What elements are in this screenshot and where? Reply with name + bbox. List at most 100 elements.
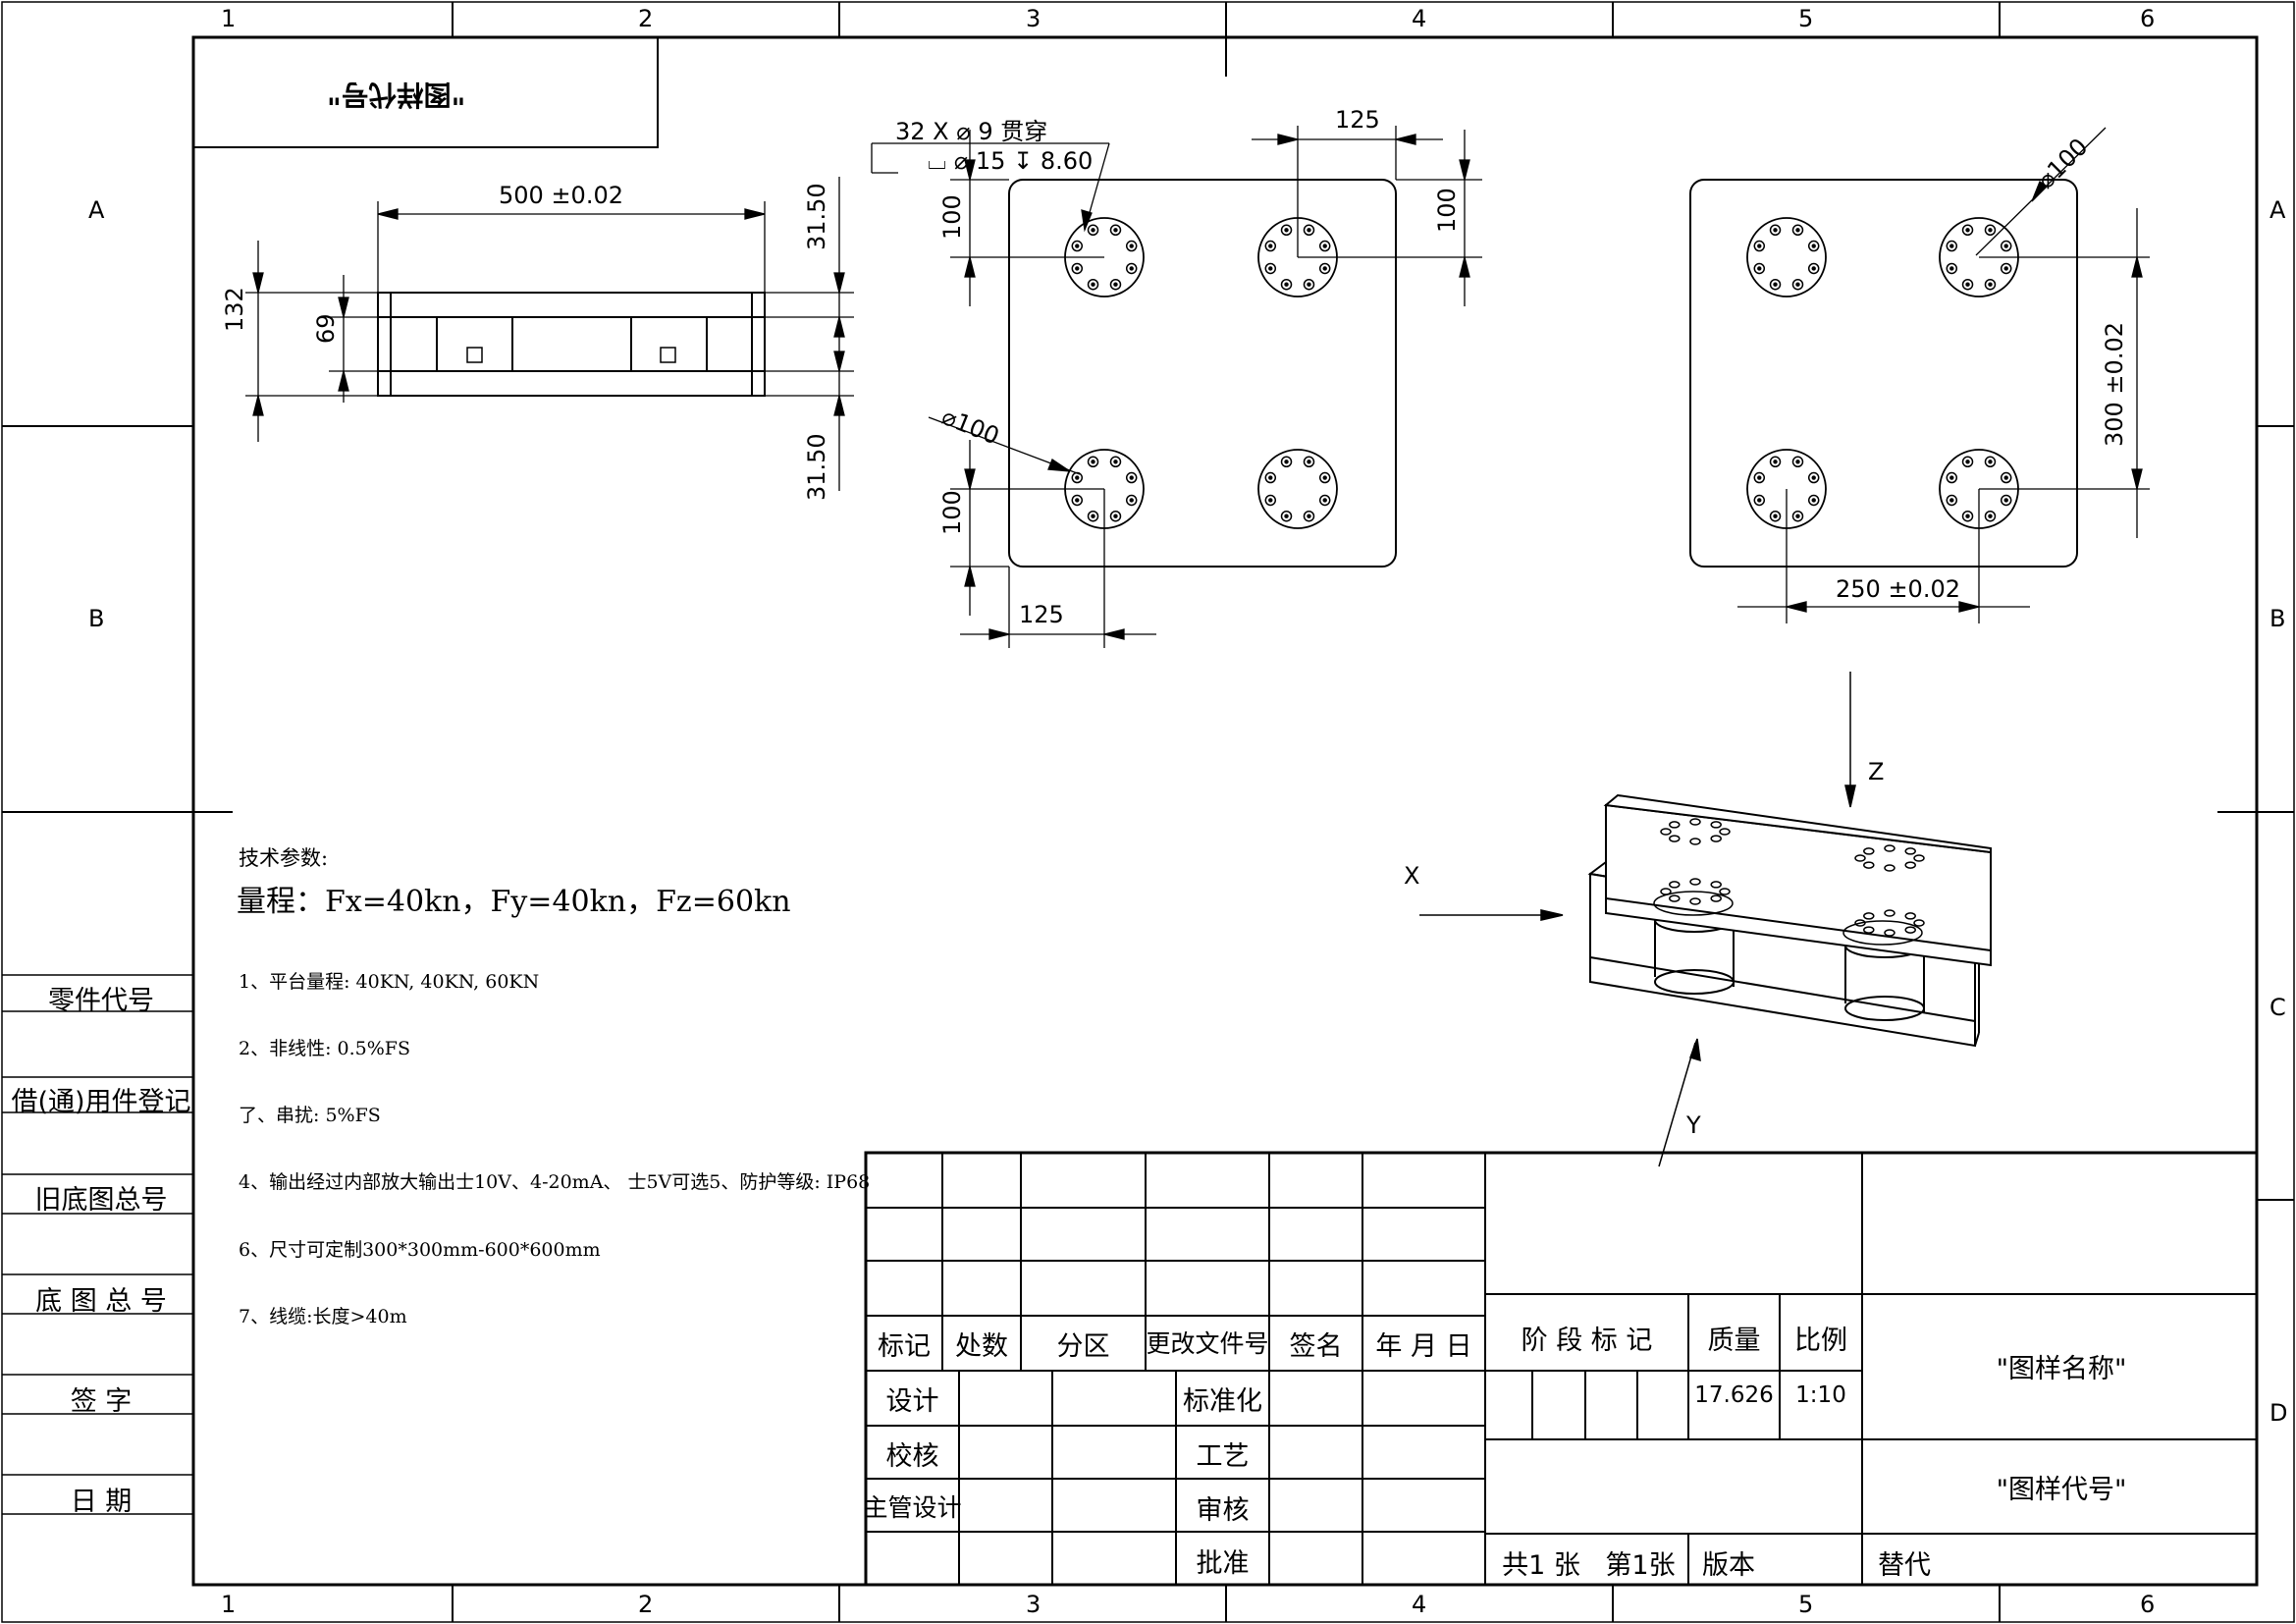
iso-hole	[1689, 878, 1701, 886]
rev-header: 标记	[878, 1331, 931, 1362]
iso-hole	[1904, 912, 1916, 920]
tech-item: 了、串扰: 5%FS	[239, 1105, 381, 1126]
row-label: B	[2269, 605, 2286, 632]
flange-bolt-circle	[1257, 449, 1338, 529]
drawing-code: "图样代号"	[1996, 1475, 2127, 1505]
col-label: 6	[2140, 5, 2156, 32]
iso-hole	[1863, 926, 1875, 934]
top-view	[871, 126, 1482, 648]
iso-view	[1419, 672, 1992, 1167]
row-label: B	[88, 605, 105, 632]
iso-hole	[1719, 828, 1731, 836]
col-label: 6	[2140, 1591, 2156, 1618]
col-label: 1	[221, 1591, 237, 1618]
dim-width: 500 ±0.02	[499, 182, 623, 209]
iso-hole	[1669, 835, 1681, 842]
version-label: 版本	[1702, 1550, 1755, 1581]
iso-hole	[1904, 861, 1916, 869]
iso-hole	[1884, 864, 1896, 872]
iso-hole	[1854, 854, 1866, 862]
side-label: 日 期	[70, 1487, 133, 1517]
iso-hole	[1863, 861, 1875, 869]
dim-pitch-x-top: 125	[1335, 106, 1380, 134]
role-process: 工艺	[1196, 1441, 1250, 1472]
role-review: 审核	[1196, 1495, 1250, 1526]
iso-hole	[1863, 912, 1875, 920]
iso-hole	[1904, 926, 1916, 934]
row-label: C	[2269, 994, 2286, 1021]
iso-hole	[1689, 838, 1701, 845]
col-label: 5	[1798, 5, 1814, 32]
dim-pitch-x-bottom: 125	[1019, 601, 1064, 628]
iso-hole	[1719, 888, 1731, 895]
scale-label: 比例	[1794, 1326, 1847, 1356]
iso-hole	[1863, 847, 1875, 855]
iso-hole	[1884, 909, 1896, 917]
iso-hole	[1884, 844, 1896, 852]
side-block	[2, 974, 193, 1515]
iso-hole	[1710, 821, 1722, 829]
dim-height-inner: 69	[312, 313, 340, 344]
iso-hole	[1660, 828, 1672, 836]
flange-bolt-circle	[1746, 217, 1827, 298]
side-label: 旧底图总号	[34, 1185, 168, 1216]
dim-pitch-y-left-top: 100	[938, 194, 966, 240]
iso-hole	[1913, 919, 1925, 927]
rev-header: 分区	[1056, 1331, 1110, 1362]
dim-offset-bottom: 31.50	[803, 433, 830, 501]
iso-hole	[1904, 847, 1916, 855]
side-label: 签 字	[70, 1386, 133, 1417]
iso-hole	[1689, 897, 1701, 905]
iso-hole	[1669, 881, 1681, 889]
role-check: 校核	[885, 1441, 939, 1472]
col-label: 1	[221, 5, 237, 32]
iso-ring	[1653, 891, 1734, 916]
rev-header: 处数	[955, 1331, 1008, 1362]
hole-callout: 32 X ⌀ 9 贯穿	[895, 118, 1048, 145]
col-label: 3	[1026, 5, 1041, 32]
iso-hole	[1913, 854, 1925, 862]
axis-z-label: Z	[1868, 758, 1885, 785]
col-label: 3	[1026, 1591, 1041, 1618]
tech-item: 2、非线性: 0.5%FS	[239, 1038, 410, 1059]
axis-y-label: Y	[1686, 1111, 1701, 1139]
mass-label: 质量	[1707, 1326, 1761, 1356]
col-label: 2	[638, 5, 654, 32]
iso-hole	[1884, 929, 1896, 937]
col-label: 2	[638, 1591, 654, 1618]
rev-header: 签名	[1289, 1331, 1343, 1362]
rev-header: 更改文件号	[1146, 1329, 1269, 1358]
iso-ring	[1842, 920, 1923, 946]
row-label: A	[88, 196, 105, 224]
side-label: 零件代号	[48, 986, 154, 1016]
drawing-name: "图样名称"	[1996, 1354, 2127, 1384]
stage-label: 阶 段 标 记	[1521, 1326, 1653, 1356]
side-label: 借(通)用件登记	[11, 1087, 191, 1117]
tech-range: 量程：Fx=40kn，Fy=40kn，Fz=60kn	[237, 885, 791, 919]
iso-hole	[1669, 894, 1681, 902]
dim-pitch-y-right: 100	[1433, 188, 1461, 233]
dim-pitch-y: 300 ±0.02	[2101, 322, 2128, 447]
stamp-text: "图样代号"	[327, 79, 466, 111]
dim-pitch-x: 250 ±0.02	[1836, 575, 1960, 603]
row-label: A	[2269, 196, 2286, 224]
sheet-no: 第1张	[1605, 1550, 1676, 1581]
tech-title: 技术参数:	[239, 846, 329, 870]
rev-header: 年 月 日	[1375, 1331, 1472, 1362]
scale-value: 1:10	[1795, 1382, 1846, 1408]
iso-hole	[1710, 835, 1722, 842]
iso-hole	[1669, 821, 1681, 829]
sheet-count: 共1 张	[1502, 1550, 1580, 1581]
dim-offset-top: 31.50	[803, 183, 830, 250]
role-std: 标准化	[1183, 1386, 1262, 1417]
row-label: D	[2269, 1399, 2288, 1427]
col-label: 4	[1412, 5, 1427, 32]
replace-label: 替代	[1878, 1550, 1931, 1581]
iso-hole	[1710, 881, 1722, 889]
tech-item: 6、尺寸可定制300*300mm-600*600mm	[239, 1239, 601, 1261]
dim-pitch-y-left-bottom: 100	[938, 490, 966, 535]
title-block	[864, 1151, 2259, 1587]
hole-callout-2: ⌴ ⌀ 15 ↧ 8.60	[928, 147, 1094, 175]
role-design: 设计	[885, 1386, 939, 1417]
